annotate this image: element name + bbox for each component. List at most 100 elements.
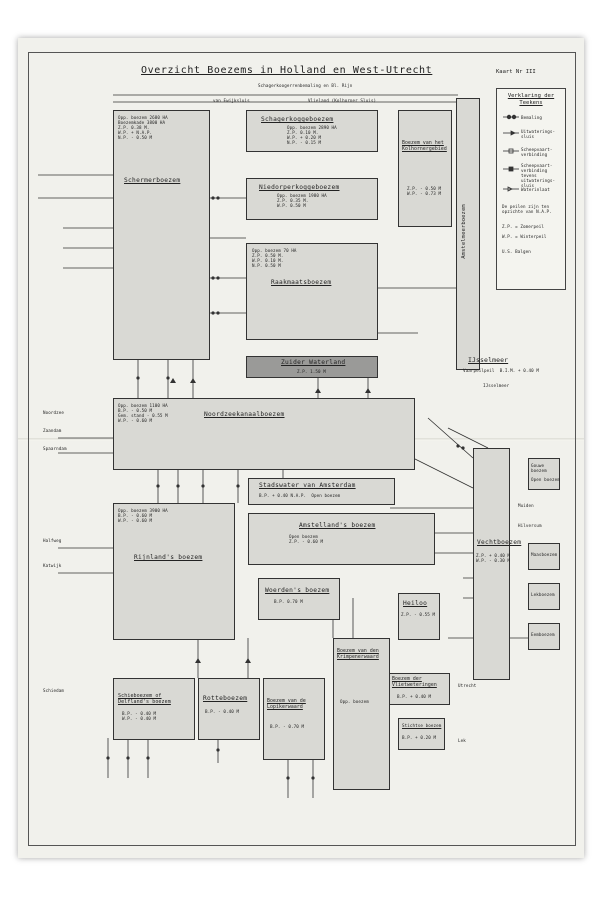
rotteboezem-box: Rotteboezem B.P. - 0.40 M	[198, 678, 260, 740]
side-label-halfweg: Halfweg	[43, 538, 62, 543]
side-label-ijsselmeer: IJsselmeer	[483, 383, 510, 388]
gouwe-boezem-box: Gouwe boezem Open boezem	[528, 458, 560, 490]
ijsselmeer-peil: Vaarpeilpeil B.I.M. + 0.40 M	[463, 368, 540, 373]
kolhorn-boezem-text: Z.P. - 0.50 M W.P. - 0.73 M	[407, 186, 442, 196]
noordzee-boezem-name: Noordzeekanaalboezem	[204, 411, 285, 418]
side-label-zaandam: Zaandam	[43, 428, 62, 433]
stichtse-name: Stichtse boezem	[402, 723, 442, 728]
legend-symbols	[503, 114, 519, 192]
krimpen-text: Opp. boezem	[340, 699, 369, 704]
rotteboezem-name: Rotteboezem	[203, 695, 248, 702]
legend-note-3: W.P. = Winterpeil	[502, 234, 547, 239]
stadswater-box: Stadswater van Amsterdam B.P. + 0.40 N.A…	[248, 478, 395, 505]
krimpen-name: Boezem van den Krimpenerwaard	[337, 649, 379, 660]
legend-item-uitwatering: Uitwaterings-sluis	[521, 129, 556, 139]
gouwe-name: Gouwe boezem	[531, 463, 547, 473]
zuider-waterland-box: Zuider Waterland Z.P. 1.50 M	[246, 356, 378, 378]
gouwe-text: Open boezem	[531, 477, 560, 482]
map-sheet: Overzicht Boezems in Holland en West-Utr…	[18, 38, 584, 858]
side-label-utrecht: Utrecht	[458, 683, 477, 688]
schermer-boezem-box: Schermerboezem Opp. boezem 2680 HA Boeze…	[113, 110, 210, 360]
legend-box: Verklaring der Teekens Bemaling Uitwater…	[496, 88, 566, 290]
lek-boezem-box: Lekboezem	[528, 583, 560, 610]
niedorper-boezem-name: Niedorperkoggeboezem	[259, 184, 340, 191]
lopikerwaard-name: Boezem van de Lopikerwaard	[267, 699, 306, 710]
heiloo-boezem-box: Heiloo Z.P. - 0.55 M	[398, 593, 440, 640]
side-label-hilversum: Hilversum	[518, 523, 542, 528]
vlietweteringen-text: B.P. + 0.40 M	[397, 694, 432, 699]
schagerkoog-sluis-label: Schagerkoogerrenbemaling en Bl. Rijn	[258, 83, 353, 88]
schager-boezem-box: Schagerkoggeboezem Opp. boezem 2890 HA Z…	[246, 110, 378, 152]
zuider-waterland-text: Z.P. 1.50 M	[297, 369, 326, 374]
raakmaats-boezem-text: Opp. boezem 70 HA Z.P. 0.50 M. W.P. 0.10…	[252, 248, 297, 268]
schieboezem-text: B.P. - 0.40 M W.P. - 0.40 M	[122, 711, 157, 721]
krimpen-boezem-box: Boezem van den Krimpenerwaard Opp. boeze…	[333, 638, 390, 790]
lek-name: Lekboezem	[531, 592, 555, 597]
vecht-boezem-text: Z.P. + 0.40 M W.P. - 0.30 M	[476, 553, 511, 563]
schermer-boezem-name: Schermerboezem	[124, 177, 181, 184]
map-frame	[28, 52, 576, 846]
legend-item-scheepvaart-sluis: Scheepvaart-verbinding tevens uitwaterin…	[521, 163, 556, 188]
lopikerwaard-box: Boezem van de Lopikerwaard B.P. - 0.70 M	[263, 678, 325, 760]
raakmaats-boezem-name: Raakmaatsboezem	[271, 279, 332, 286]
rotteboezem-text: B.P. - 0.40 M	[205, 709, 240, 714]
legend-note-2: Z.P. = Zomerpeil	[502, 224, 544, 229]
map-number: Kaart Nr III	[496, 69, 536, 75]
schager-boezem-name: Schagerkoggeboezem	[261, 116, 334, 123]
legend-title: Verklaring der Teekens	[507, 93, 555, 106]
stichtse-box: Stichtse boezem B.P. + 0.20 M	[398, 718, 445, 750]
kolhorn-boezem-name: Boezem van het Kolhornergebied	[402, 141, 447, 152]
maas-name: Maasboezem	[531, 552, 558, 557]
woerden-boezem-box: Woerden's boezem B.P. 0.70 M	[258, 578, 340, 620]
schermer-boezem-text: Opp. boezem 2680 HA Boezemkade 3800 HA Z…	[118, 115, 168, 140]
legend-item-waterinlaat: Waterinlaat	[521, 187, 550, 192]
noordzee-boezem-text: Opp. boezem 1100 HA B.P. - 0.50 M Gem. s…	[118, 403, 168, 423]
raakmaats-boezem-box: Raakmaatsboezem Opp. boezem 70 HA Z.P. 0…	[246, 243, 378, 340]
legend-item-bemaling: Bemaling	[521, 115, 542, 120]
map-title: Overzicht Boezems in Holland en West-Utr…	[141, 65, 433, 76]
heiloo-boezem-text: Z.P. - 0.55 M	[401, 612, 436, 617]
vecht-boezem-box: Vechtboezem Z.P. + 0.40 M W.P. - 0.30 M	[473, 448, 521, 680]
side-label-schiedam: Schiedam	[43, 688, 64, 693]
ijsselmeer-label: IJsselmeer	[468, 356, 509, 364]
schieboezem-name: Schieboezem of Delfland's boezem	[118, 693, 171, 705]
amstelmeer-boezem-box: Amstelmeerboezem	[456, 98, 480, 370]
rijnland-boezem-text: Opp. boezem 3900 HA B.P. - 0.60 M W.P. -…	[118, 508, 168, 523]
legend-item-scheepvaart: Scheepvaart-verbinding	[521, 147, 553, 157]
legend-note-1: De peilen zijn ten opzichte van N.A.P.	[502, 204, 552, 214]
amstelland-boezem-name: Amstelland's boezem	[299, 522, 376, 529]
side-label-noordzee: Noordzee	[43, 410, 64, 415]
rijnland-boezem-name: Rijnland's boezem	[134, 554, 203, 561]
noordzee-boezem-box: Noordzeekanaalboezem Opp. boezem 1100 HA…	[113, 398, 415, 470]
legend-note-4: U.S. Balgen	[502, 249, 531, 254]
van-ewijksluis-label: van Ewijksluis	[213, 98, 250, 103]
eem-name: Eemboezem	[531, 632, 555, 637]
stadswater-text: B.P. + 0.40 N.A.P. Open boezem	[259, 493, 341, 498]
niedorper-boezem-box: Niedorperkoggeboezem Opp. boezem 1980 HA…	[246, 178, 378, 220]
side-label-lek: Lek	[458, 738, 466, 743]
amstelmeer-boezem-name: Amstelmeerboezem	[460, 204, 467, 259]
vlietweteringen-name: Boezem der Vlietweteringen	[392, 677, 437, 688]
kolhorn-boezem-box: Boezem van het Kolhornergebied Z.P. - 0.…	[398, 110, 452, 227]
amstelland-boezem-text: Open boezem Z.P. - 0.60 M	[289, 534, 324, 544]
maas-boezem-box: Maasboezem	[528, 543, 560, 570]
vecht-boezem-name: Vechtboezem	[477, 539, 522, 546]
vlietweteringen-box: Boezem der Vlietweteringen B.P. + 0.40 M	[388, 673, 450, 705]
side-label-muiden: Muiden	[518, 503, 534, 508]
schieboezem-box: Schieboezem of Delfland's boezem B.P. - …	[113, 678, 195, 740]
lopikerwaard-text: B.P. - 0.70 M	[270, 724, 305, 729]
side-label-spaarndam: Spaarndam	[43, 446, 67, 451]
woerden-boezem-name: Woerden's boezem	[265, 587, 330, 594]
eem-boezem-box: Eemboezem	[528, 623, 560, 650]
side-label-katwijk: Katwijk	[43, 563, 62, 568]
zuider-waterland-name: Zuider Waterland	[281, 359, 346, 366]
stichtse-text: B.P. + 0.20 M	[402, 735, 437, 740]
woerden-boezem-text: B.P. 0.70 M	[274, 599, 303, 604]
niedorper-boezem-text: Opp. boezem 1980 HA Z.P. 0.35 M. W.P. 0.…	[277, 193, 327, 208]
vlieland-label: Vlieland (Kolhorner Sluis)	[308, 98, 377, 103]
stadswater-name: Stadswater van Amsterdam	[259, 482, 356, 489]
heiloo-boezem-name: Heiloo	[403, 600, 428, 607]
amstelland-boezem-box: Amstelland's boezem Open boezem Z.P. - 0…	[248, 513, 435, 565]
schager-boezem-text: Opp. boezem 2890 HA Z.P. 0.10 M. W.P. + …	[287, 125, 337, 145]
rijnland-boezem-box: Rijnland's boezem Opp. boezem 3900 HA B.…	[113, 503, 235, 640]
